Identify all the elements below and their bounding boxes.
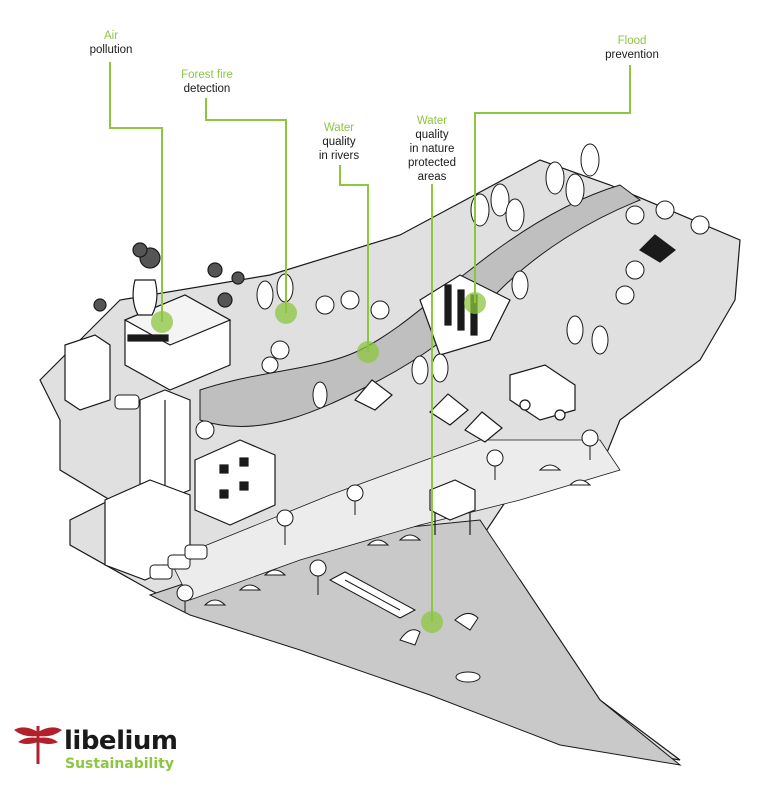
label-accent: Flood [617,35,647,47]
callout-line-air [109,62,163,322]
dolphins [399,613,479,646]
label-accent: Air [103,30,119,42]
callouts [109,62,631,622]
umbrellas [203,464,592,606]
sensor-dot-flood [464,292,486,314]
label-main: detection [183,83,231,95]
label-main: prevention [605,49,659,61]
label-accent: Water [323,122,355,134]
camper-van [509,364,576,421]
trees [195,143,710,440]
logo-subtitle: Sustainability [65,756,174,772]
cars [114,394,208,580]
sensor-dot-nature [421,611,443,633]
logo-brand: libelium [64,726,178,756]
tower-block [64,334,276,581]
callout-line-fire [205,98,287,313]
lifeguard-tower [429,479,476,535]
label-main: quality in rivers [318,136,360,162]
boat [455,671,481,683]
label-water-nature: Water quality in nature protected areas [392,114,472,184]
libelium-logo: libelium Sustainability [12,722,178,772]
label-air-pollution: Air pollution [72,29,150,57]
factory [93,242,245,391]
sensor-dot-fire [275,302,297,324]
callout-line-rivers [339,165,369,352]
label-flood-prevention: Flood prevention [592,34,672,62]
sensor-dots [151,292,486,633]
dragonfly-icon [14,726,62,764]
label-accent: Water [416,115,448,127]
label-water-rivers: Water quality in rivers [300,121,378,163]
sensor-dot-rivers [357,341,379,363]
label-main: quality in nature protected areas [408,129,456,183]
callout-line-flood [474,65,631,303]
palms [176,429,599,612]
sensor-dot-air [151,311,173,333]
label-accent: Forest fire [181,69,233,81]
dam [419,274,511,356]
label-main: pollution [89,44,133,56]
pier [328,571,417,619]
tents [354,234,676,443]
label-forest-fire: Forest fire detection [165,68,249,96]
